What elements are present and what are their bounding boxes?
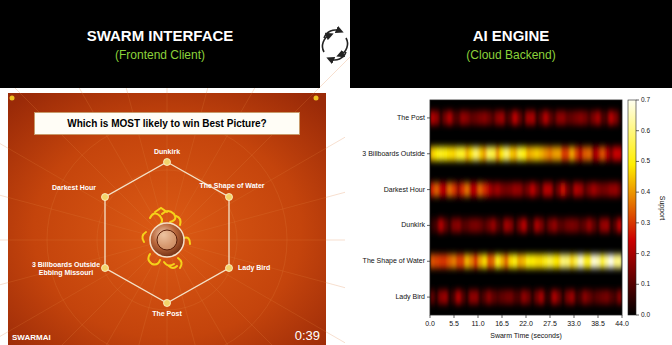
axis-label: The Shape of Water — [363, 257, 425, 265]
question-text: Which is MOST likely to win Best Picture… — [67, 118, 266, 129]
heatmap — [430, 111, 622, 305]
puck-lens — [157, 230, 177, 250]
tick-label: 38.5 — [591, 320, 605, 328]
axis-label: The Post — [397, 114, 425, 122]
colorbar-tick: 0.3 — [641, 219, 650, 226]
colorbar-title: Support — [658, 196, 666, 221]
swarm-magnets — [142, 208, 190, 268]
colorbar-tick: 0.0 — [641, 311, 650, 318]
colorbar-tick: 0.7 — [641, 96, 650, 103]
header-box: SWARM INTERFACE (Frontend Client) — [0, 0, 320, 88]
axis-label: Lady Bird — [395, 293, 425, 301]
colorbar-tick: 0.1 — [641, 281, 650, 288]
colorbar-tick: 0.6 — [641, 127, 650, 134]
axis-ticks — [427, 100, 639, 318]
heatmap-ground — [430, 100, 622, 315]
option-label: The Shape of Water — [199, 182, 264, 190]
header-subtitle: (Frontend Client) — [115, 48, 205, 62]
axis-label: 3 Billboards Outside — [362, 150, 425, 158]
tick-label: 44.0 — [615, 320, 629, 328]
header-title: AI ENGINE — [473, 27, 550, 44]
brand-watermark: SWARMAI — [12, 334, 51, 343]
swarm-puck — [150, 223, 184, 257]
tick-label: 11.0 — [471, 320, 484, 328]
axis-title: Swarm Time (seconds) — [490, 332, 562, 340]
tick-label: 27.5 — [543, 320, 557, 328]
option-label: Dunkirk — [154, 148, 180, 156]
axis-label: Dunkirk — [401, 222, 425, 230]
option-dots — [102, 159, 233, 307]
corner-dot — [314, 96, 319, 101]
tick-label: 0.0 — [425, 320, 435, 328]
tick-label: 16.5 — [495, 320, 509, 328]
plot-frame — [430, 100, 622, 315]
option-label: 3 Billboards Outside Ebbing Missouri — [27, 261, 105, 276]
header-subtitle: (Cloud Backend) — [466, 48, 555, 62]
colorbar-tick: 0.4 — [641, 189, 650, 196]
header-title: SWARM INTERFACE — [87, 27, 234, 44]
corner-dot — [10, 96, 15, 101]
question-bar: Which is MOST likely to win Best Picture… — [34, 112, 300, 135]
tick-label: 5.5 — [449, 320, 459, 328]
tick-label: 22.0 — [519, 320, 533, 328]
option-label: Lady Bird — [238, 264, 270, 272]
axis-label: Darkest Hour — [384, 186, 425, 194]
option-label: The Post — [152, 310, 182, 318]
option-label: Darkest Hour — [52, 184, 96, 192]
colorbar-tick: 0.5 — [641, 158, 650, 165]
colorbar — [628, 100, 636, 315]
timer: 0:39 — [295, 329, 320, 343]
cycle-icon — [322, 30, 347, 60]
header-box: AI ENGINE (Cloud Backend) — [350, 0, 672, 88]
colorbar-tick: 0.2 — [641, 250, 650, 257]
tick-label: 33.0 — [567, 320, 581, 328]
plot-panel — [345, 93, 672, 345]
